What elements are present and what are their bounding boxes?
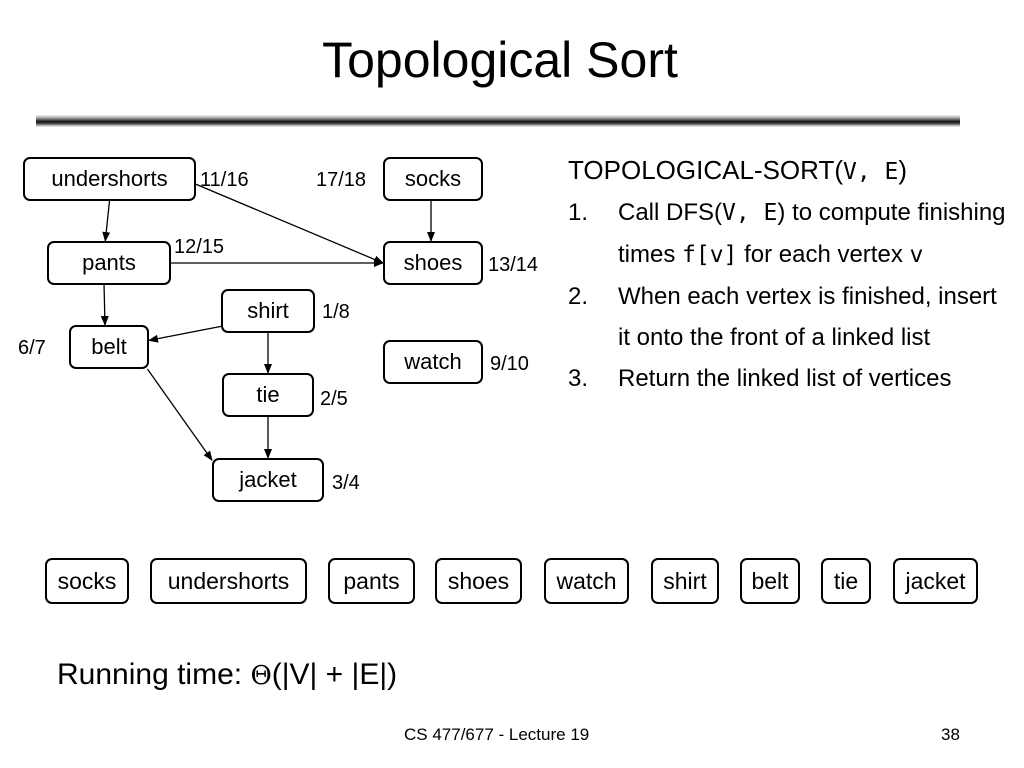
step-1-finish-times: f[v] (682, 242, 738, 268)
step-1-vertex: v (909, 242, 924, 268)
step-1-text-a: Call DFS( (618, 199, 723, 226)
slide-title: Topological Sort (322, 32, 678, 88)
node-jacket: jacket (212, 458, 324, 502)
sorted-item-pants: pants (328, 558, 415, 604)
step-number: 3. (568, 365, 589, 392)
theta-symbol: Θ (250, 661, 272, 691)
time-socks: 17/18 (316, 169, 367, 191)
step-number: 2. (568, 283, 589, 310)
time-tie: 2/5 (320, 388, 348, 410)
running-time: Running time: Θ(|V| + |E|) (57, 655, 397, 696)
algorithm-step-3: 3. Return the linked list of vertices (568, 358, 1008, 399)
node-shoes: shoes (383, 241, 483, 285)
step-text: When each vertex is finished, insert it … (618, 283, 997, 351)
sorted-item-tie: tie (821, 558, 871, 604)
sorted-item-undershorts: undershorts (150, 558, 307, 604)
time-shoes: 13/14 (488, 254, 539, 276)
algorithm-step-2: 2. When each vertex is finished, insert … (568, 276, 1008, 358)
step-1-args: V, E (722, 200, 778, 226)
node-watch: watch (383, 340, 483, 384)
node-undershorts: undershorts (23, 157, 196, 201)
sorted-item-jacket: jacket (893, 558, 978, 604)
edge-undershorts-to-pants (102, 200, 111, 242)
edge-shirt-to-belt (148, 325, 222, 343)
time-shirt: 1/8 (322, 301, 350, 323)
edge-pants-to-belt (100, 284, 109, 326)
running-time-label: Running time: (57, 658, 251, 691)
step-text: Call DFS(V, E) to compute finishing time… (618, 192, 1008, 276)
edge-undershorts-to-shoes (195, 183, 384, 264)
algorithm-block: TOPOLOGICAL-SORT(V, E) 1. Call DFS(V, E)… (568, 150, 1008, 399)
algorithm-step-1: 1. Call DFS(V, E) to compute finishing t… (568, 192, 1008, 276)
time-belt: 6/7 (18, 337, 46, 359)
sorted-item-shoes: shoes (435, 558, 522, 604)
node-shirt: shirt (221, 289, 315, 333)
time-watch: 9/10 (490, 353, 529, 375)
slide-number: 38 (941, 725, 960, 744)
sorted-item-watch: watch (544, 558, 629, 604)
sorted-item-socks: socks (45, 558, 129, 604)
title-divider (36, 115, 960, 127)
algorithm-title: TOPOLOGICAL-SORT(V, E) (568, 150, 1008, 192)
algorithm-title-prefix: TOPOLOGICAL-SORT( (568, 155, 843, 185)
node-pants: pants (47, 241, 171, 285)
sorted-item-shirt: shirt (651, 558, 719, 604)
node-belt: belt (69, 325, 149, 369)
algorithm-title-args: V, E (842, 159, 899, 185)
time-undershorts: 11/16 (200, 169, 249, 191)
time-jacket: 3/4 (332, 472, 360, 494)
edge-belt-to-jacket (146, 368, 213, 462)
node-tie: tie (222, 373, 314, 417)
step-text: Return the linked list of vertices (618, 365, 952, 392)
sorted-item-belt: belt (740, 558, 800, 604)
step-1-text-e: for each vertex (737, 241, 910, 268)
step-1-text-c: ) to compute finishing times (618, 199, 1006, 268)
node-socks: socks (383, 157, 483, 201)
footer-course: CS 477/677 - Lecture 19 (404, 725, 590, 744)
step-number: 1. (568, 199, 589, 226)
running-time-expression: (|V| + |E|) (271, 658, 398, 691)
time-pants: 12/15 (174, 236, 225, 258)
algorithm-title-suffix: ) (898, 155, 908, 185)
